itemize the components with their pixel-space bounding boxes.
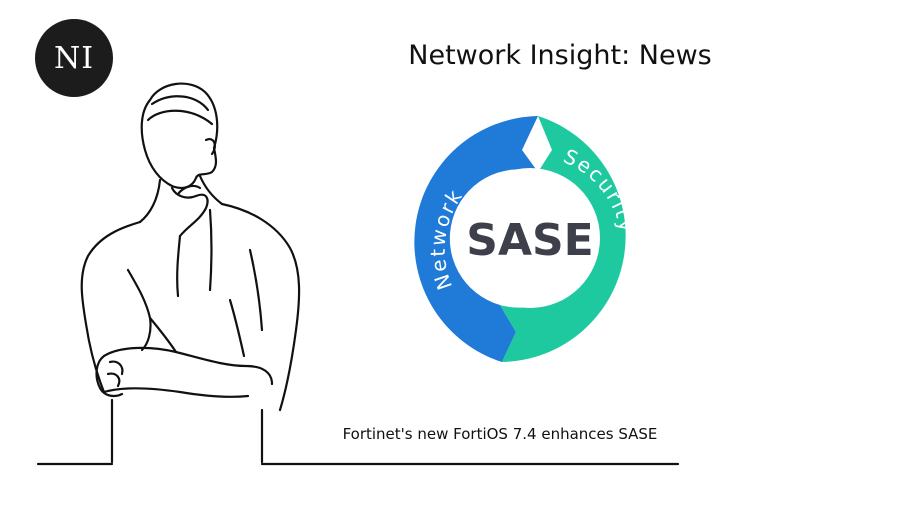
security-arc [500, 116, 626, 362]
network-arc [414, 116, 538, 362]
sase-center-label: SASE [466, 215, 594, 266]
article-caption: Fortinet's new FortiOS 7.4 enhances SASE [342, 425, 658, 443]
logo-text: NI [53, 40, 95, 76]
page-title: Network Insight: News [408, 40, 712, 71]
sase-ring-graphic: SASE Network Security [414, 116, 637, 362]
ni-logo: NI [35, 19, 113, 97]
